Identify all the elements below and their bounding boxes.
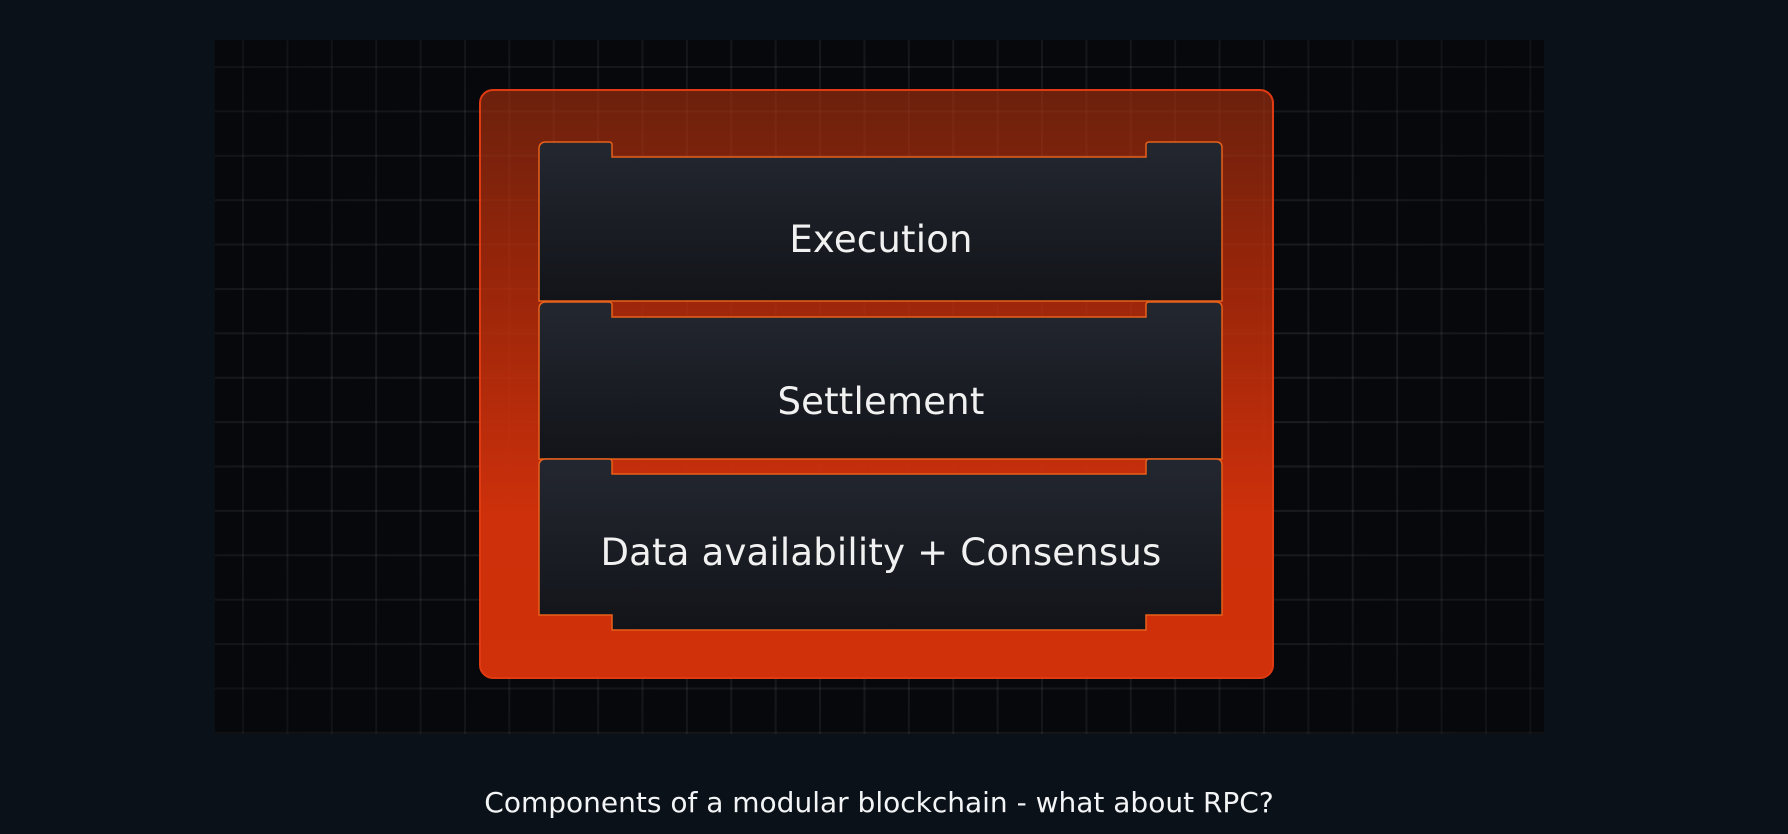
settlement-layer: Settlement — [538, 301, 1224, 471]
execution-layer: Execution — [538, 141, 1224, 313]
data-availability-consensus-layer: Data availability + Consensus — [538, 458, 1224, 633]
execution-label: Execution — [789, 218, 973, 261]
data-availability-consensus-label: Data availability + Consensus — [600, 531, 1162, 574]
settlement-label: Settlement — [777, 380, 985, 423]
figure-caption: Components of a modular blockchain - wha… — [484, 786, 1274, 819]
modular-blockchain-diagram: Execution Settlement — [215, 40, 1544, 734]
